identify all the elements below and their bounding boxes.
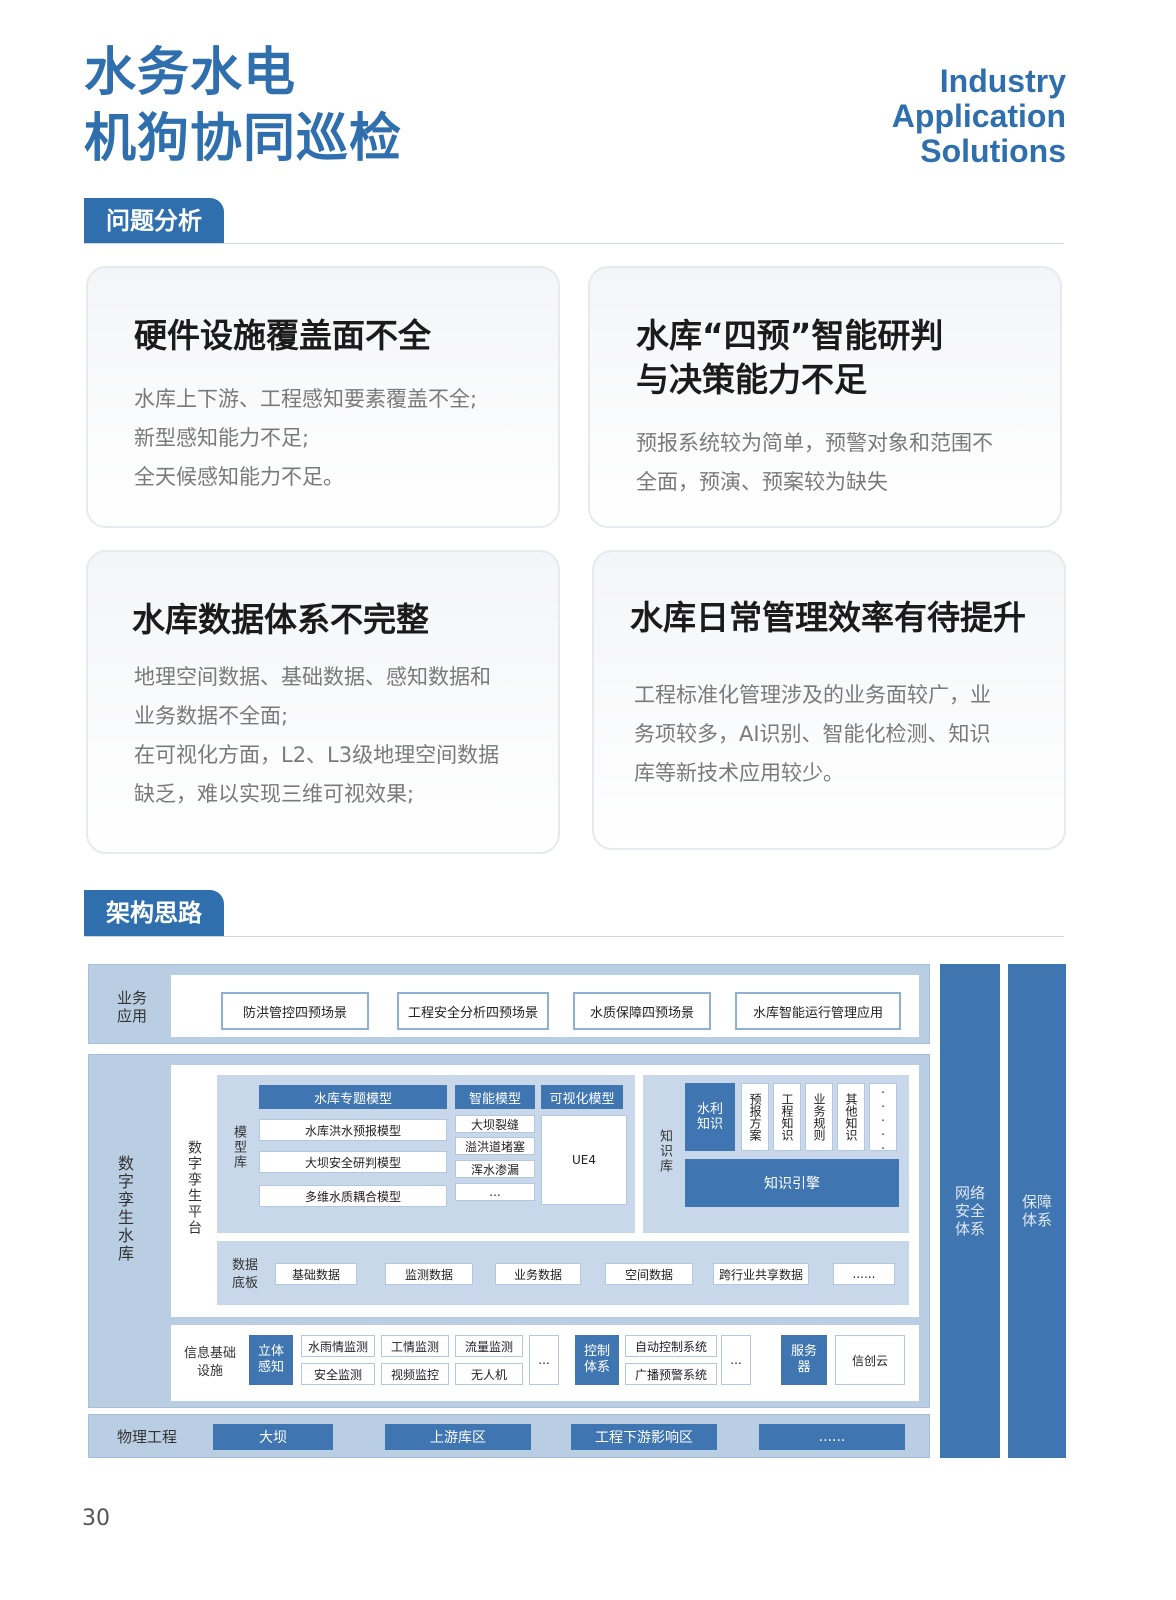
platform-label: 数字孪生平台 [186,1140,202,1236]
title-line-1: 水务水电 [84,43,297,103]
phys-item: 工程下游影响区 [571,1424,717,1450]
knowledge-item: 预报方案 [741,1083,769,1151]
page-number: 30 [82,1506,110,1531]
sense-item: 视频监控 [381,1363,449,1385]
problem-card-hardware: 硬件设施覆盖面不全 水库上下游、工程感知要素覆盖不全; 新型感知能力不足; 全天… [86,266,560,528]
data-item: 基础数据 [275,1263,357,1285]
sense-label: 立体 感知 [249,1335,293,1385]
hydro-knowledge: 水利 知识 [685,1083,735,1151]
sense-item: 无人机 [455,1363,523,1385]
sense-item: 水雨情监测 [301,1335,375,1357]
phys-item: 大坝 [213,1424,333,1450]
biz-label: 业务 应用 [116,989,147,1025]
knowledge-label: 知识库 [657,1128,672,1174]
data-base-panel: 数据 底板 基础数据 监测数据 业务数据 空间数据 跨行业共享数据 ...... [217,1241,909,1305]
control-item: 广播预警系统 [625,1363,717,1385]
phys-band: 物理工程 大坝 上游库区 工程下游影响区 ...... [88,1414,930,1458]
control-label: 控制 体系 [575,1335,619,1385]
card-title: 硬件设施覆盖面不全 [134,316,431,355]
info-infra-inner: 信息基础 设施 立体 感知 水雨情监测 工情监测 流量监测 安全监测 视频监控 … [171,1325,919,1401]
biz-inner: 防洪管控四预场景 工程安全分析四预场景 水质保障四预场景 水库智能运行管理应用 [171,975,919,1037]
model-header: 水库专题模型 [259,1085,447,1109]
brand-line-2: Application [891,98,1066,134]
control-more: ... [721,1335,751,1385]
knowledge-engine: 知识引擎 [685,1159,899,1207]
biz-item: 水库智能运行管理应用 [735,992,901,1030]
biz-item: 防洪管控四预场景 [221,992,369,1030]
brand-line-1: Industry [939,63,1066,99]
model-lib-panel: 模型库 水库专题模型 智能模型 可视化模型 水库洪水预报模型 大坝安全研判模型 … [217,1075,635,1233]
page-title: 水务水电 机狗协同巡检 [84,40,402,172]
twin-band: 数字孪生水库 数字孪生平台 模型库 水库专题模型 智能模型 可视化模型 水库洪水… [88,1054,930,1408]
sense-more: ... [529,1335,559,1385]
card-body: 水库上下游、工程感知要素覆盖不全; 新型感知能力不足; 全天候感知能力不足。 [134,387,478,489]
server-label: 服务 器 [781,1335,827,1385]
knowledge-item: ..... [869,1082,897,1152]
card-body: 地理空间数据、基础数据、感知数据和 业务数据不全面; 在可视化方面，L2、L3级… [134,665,500,806]
data-item: ...... [833,1263,895,1285]
card-title: 水库日常管理效率有待提升 [630,598,1026,637]
problem-card-four-pre: 水库“四预”智能研判 与决策能力不足 预报系统较为简单，预警对象和范围不 全面，… [588,266,1062,528]
architecture-diagram: 业务 应用 防洪管控四预场景 工程安全分析四预场景 水质保障四预场景 水库智能运… [88,962,1068,1462]
knowledge-item: 其他知识 [837,1083,865,1151]
data-item: 跨行业共享数据 [713,1263,809,1285]
section-tab-problem: 问题分析 [84,198,224,244]
brand-line-3: Solutions [920,133,1066,169]
vis-model: UE4 [541,1115,627,1205]
knowledge-panel: 知识库 水利 知识 预报方案 工程知识 业务规则 其他知识 ..... 知识引擎 [643,1075,909,1233]
sense-item: 安全监测 [301,1363,375,1385]
control-item: 自动控制系统 [625,1335,717,1357]
card-title: 水库数据体系不完整 [132,600,429,639]
data-item: 业务数据 [495,1263,581,1285]
model-lib-label: 模型库 [231,1124,246,1170]
phys-label: 物理工程 [116,1428,177,1446]
data-item: 监测数据 [385,1263,473,1285]
topic-model: 多维水质耦合模型 [259,1185,447,1207]
data-item: 空间数据 [605,1263,693,1285]
phys-item: 上游库区 [385,1424,531,1450]
title-line-2: 机狗协同巡检 [84,109,403,169]
topic-model: 水库洪水预报模型 [259,1119,447,1141]
info-label: 信息基础 设施 [183,1346,236,1379]
model-header: 智能模型 [455,1085,535,1109]
card-title: 水库“四预”智能研判 与决策能力不足 [636,316,944,399]
section-divider [84,243,1064,244]
card-body: 预报系统较为简单，预警对象和范围不 全面，预演、预案较为缺失 [636,431,993,494]
card-body: 工程标准化管理涉及的业务面较广，业 务项较多，AI识别、智能化检测、知识 库等新… [634,683,991,785]
topic-model: 大坝安全研判模型 [259,1151,447,1173]
problem-card-management: 水库日常管理效率有待提升 工程标准化管理涉及的业务面较广，业 务项较多，AI识别… [592,550,1066,850]
sense-item: 工情监测 [381,1335,449,1357]
sense-item: 流量监测 [455,1335,523,1357]
twin-label: 数字孪生水库 [115,1155,134,1263]
section-divider [84,936,1064,937]
problem-card-data: 水库数据体系不完整 地理空间数据、基础数据、感知数据和 业务数据不全面; 在可视… [86,550,560,854]
smart-model: 溢洪道堵塞 [455,1137,535,1155]
knowledge-item: 工程知识 [773,1083,801,1151]
server-item: 信创云 [835,1335,905,1385]
data-label: 数据 底板 [231,1258,258,1291]
network-security-column: 网络 安全 体系 [940,964,1000,1458]
model-header: 可视化模型 [541,1085,623,1109]
biz-item: 水质保障四预场景 [573,992,711,1030]
knowledge-item: 业务规则 [805,1083,833,1151]
guarantee-column: 保障 体系 [1008,964,1066,1458]
smart-model: 浑水渗漏 [455,1160,535,1178]
biz-band: 业务 应用 防洪管控四预场景 工程安全分析四预场景 水质保障四预场景 水库智能运… [88,964,930,1044]
section-tab-architecture: 架构思路 [84,890,224,936]
brand-tagline: Industry Application Solutions [892,64,1066,169]
phys-item: ...... [759,1424,905,1450]
smart-model: 大坝裂缝 [455,1115,535,1133]
biz-item: 工程安全分析四预场景 [397,992,549,1030]
smart-model: ... [455,1183,535,1201]
platform-inner: 数字孪生平台 模型库 水库专题模型 智能模型 可视化模型 水库洪水预报模型 大坝… [171,1065,919,1317]
